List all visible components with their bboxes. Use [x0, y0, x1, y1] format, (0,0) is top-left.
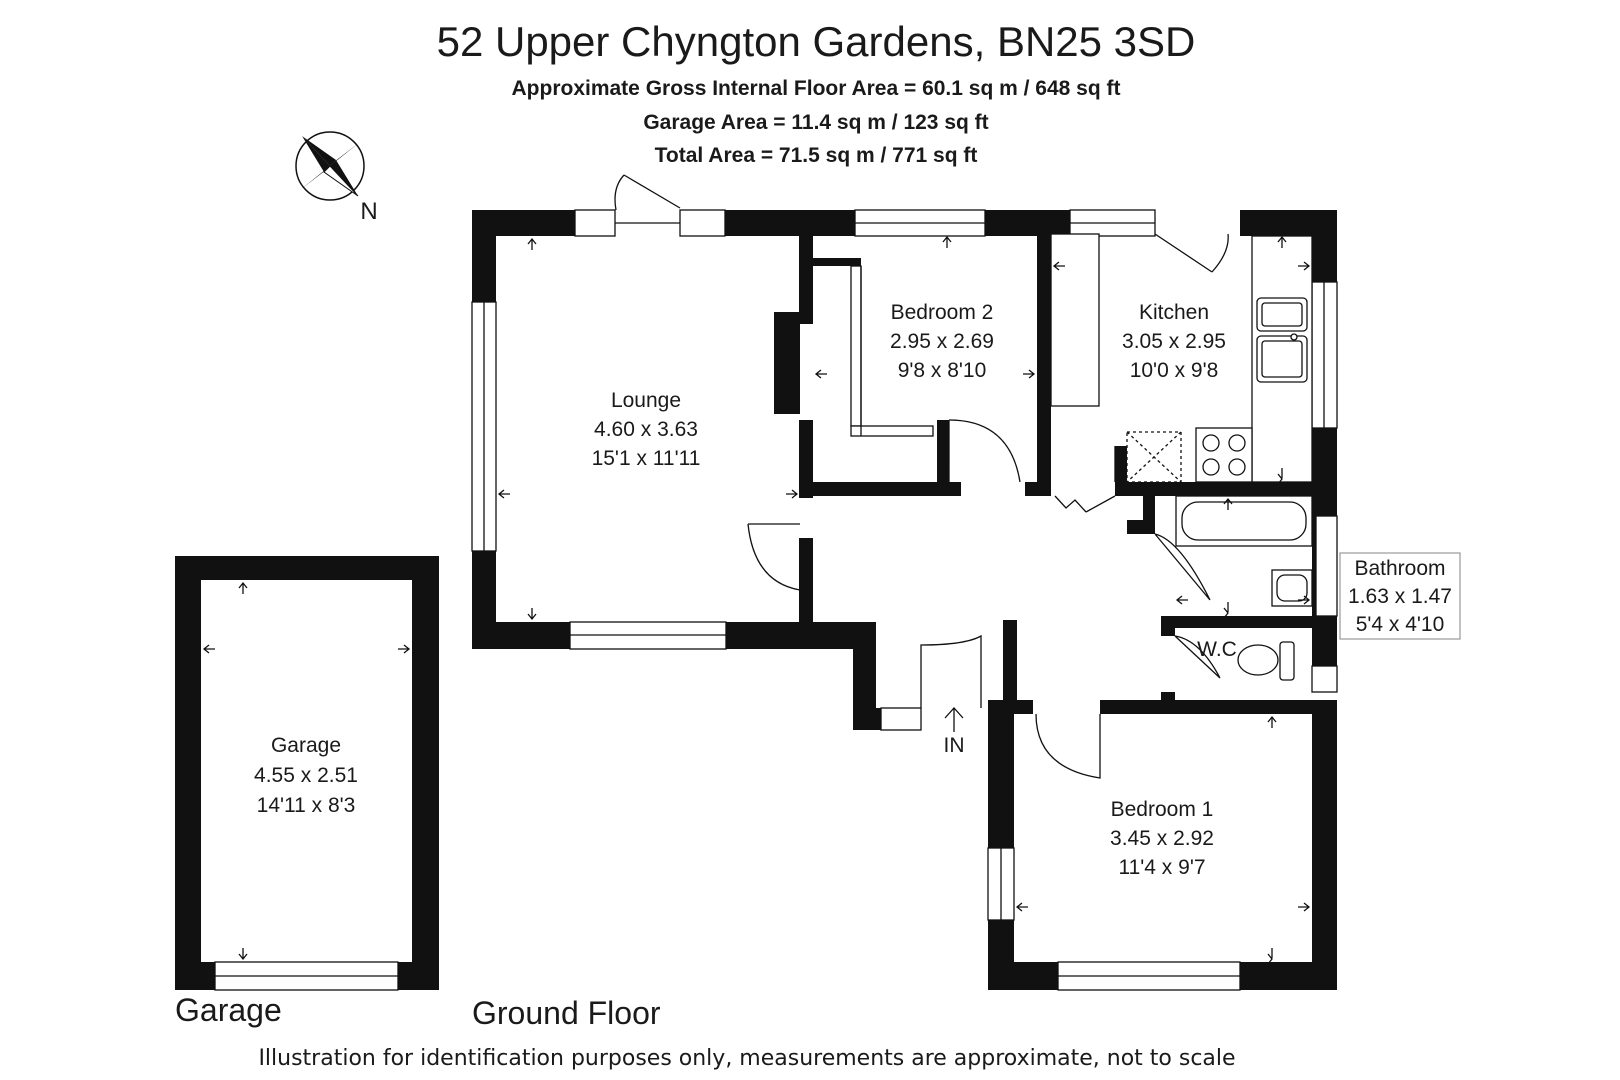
bedroom2-metric: 2.95 x 2.69 [890, 330, 994, 353]
bedroom1-metric: 3.45 x 2.92 [1110, 827, 1214, 850]
bedroom2-wardrobe [850, 265, 934, 437]
windows [471, 209, 1338, 991]
garage-metric: 4.55 x 2.51 [254, 764, 358, 787]
entrance-label: IN [944, 734, 965, 757]
kitchen-imperial: 10'0 x 9'8 [1130, 359, 1219, 382]
dimension-arrows [497, 235, 1311, 965]
lounge-metric: 4.60 x 3.63 [594, 418, 698, 441]
compass-rose-icon [295, 131, 365, 201]
bedroom1-imperial: 11'4 x 9'7 [1118, 856, 1205, 879]
bedroom2-name: Bedroom 2 [891, 301, 994, 324]
bedroom2-imperial: 9'8 x 8'10 [898, 359, 987, 382]
garage-walls [175, 556, 439, 991]
disclaimer: Illustration for identification purposes… [258, 1046, 1235, 1071]
lounge-imperial: 15'1 x 11'11 [592, 447, 701, 470]
toilet-icon [1237, 644, 1279, 676]
wc-name: W.C [1197, 638, 1237, 661]
ground-floor-label: Ground Floor [472, 995, 661, 1031]
bedroom1-name: Bedroom 1 [1111, 798, 1214, 821]
gross-internal-area: Approximate Gross Internal Floor Area = … [512, 77, 1121, 100]
kitchen-fittings [1050, 233, 1313, 483]
bathroom-label-box [1339, 552, 1461, 640]
garage-imperial: 14'11 x 8'3 [257, 794, 356, 817]
doors [614, 174, 1229, 779]
kitchen-unit-left [1050, 233, 1100, 407]
garage-area: Garage Area = 11.4 sq m / 123 sq ft [643, 111, 988, 134]
bathroom-name: Bathroom [1354, 557, 1445, 580]
kitchen-metric: 3.05 x 2.95 [1122, 330, 1226, 353]
bathroom-metric: 1.63 x 1.47 [1348, 585, 1452, 608]
bathroom-imperial: 5'4 x 4'10 [1356, 613, 1445, 636]
bathroom-fittings [1175, 495, 1313, 681]
garage-name: Garage [271, 734, 341, 757]
page-title: 52 Upper Chyngton Gardens, BN25 3SD [437, 18, 1196, 65]
garage-floor-label: Garage [175, 992, 282, 1028]
garage-dimension-arrows [202, 581, 411, 961]
entrance-arrow-icon [944, 707, 964, 732]
compass-north-label: N [360, 198, 377, 225]
lounge-name: Lounge [611, 389, 681, 412]
hob-icon [1195, 427, 1253, 483]
total-area: Total Area = 71.5 sq m / 771 sq ft [655, 144, 978, 167]
kitchen-name: Kitchen [1139, 301, 1209, 324]
house-walls [472, 210, 1337, 990]
